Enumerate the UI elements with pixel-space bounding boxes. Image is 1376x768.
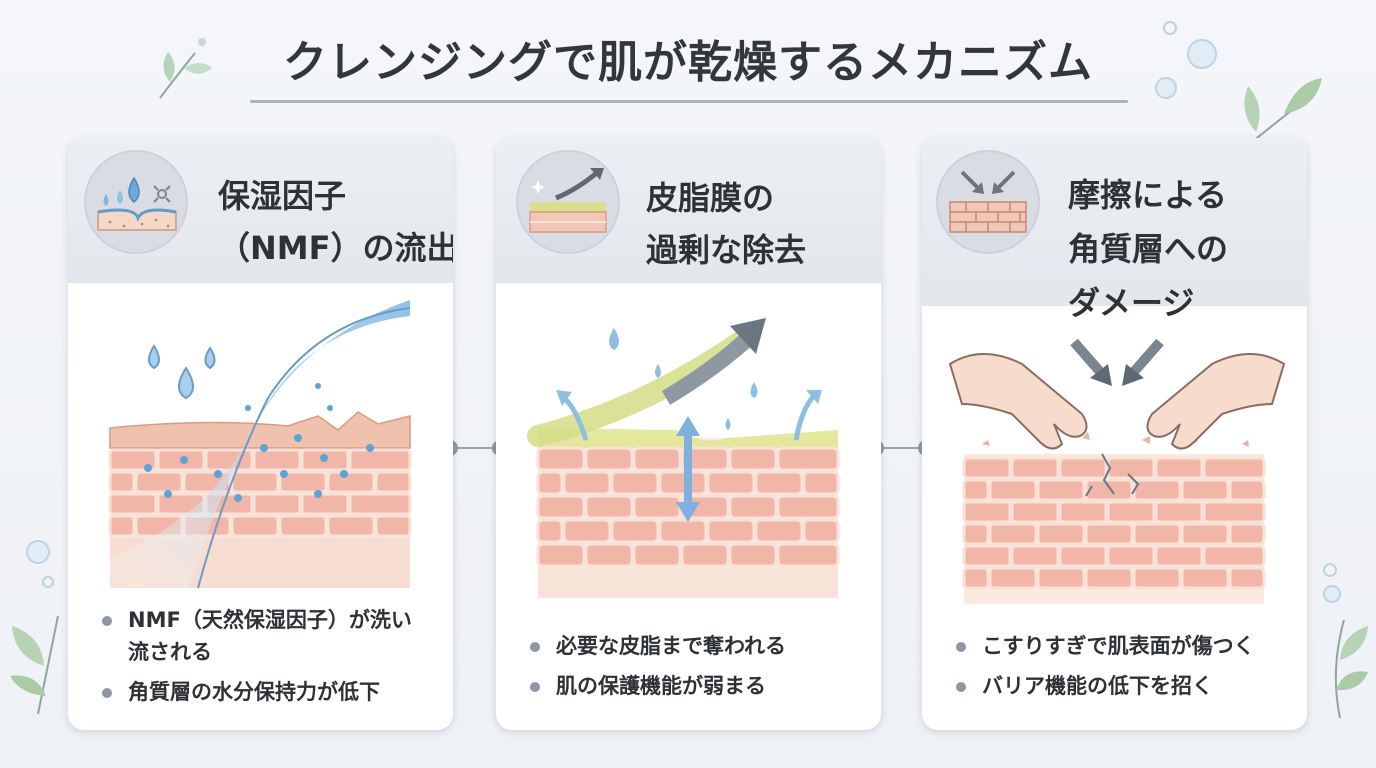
bullet-item: バリア機能の低下を招く — [956, 670, 1276, 702]
bullet-item: 角質層の水分保持力が低下 — [102, 676, 422, 708]
bullet-item: 肌の保護機能が弱まる — [530, 670, 850, 702]
card-title-line-3: ダメージ — [1068, 284, 1195, 322]
card-title: 保湿因子 （NMF）の流出 — [218, 170, 453, 274]
card-title-line-1: 皮脂膜の — [646, 179, 775, 217]
bullet-item: 必要な皮脂まで奪われる — [530, 630, 850, 662]
card-nmf-outflow: 保湿因子 （NMF）の流出 — [68, 138, 453, 730]
card-header: 保湿因子 （NMF）の流出 — [68, 138, 453, 283]
bullet-list: NMF（天然保湿因子）が洗い流される 角質層の水分保持力が低下 — [102, 604, 422, 716]
card-title-line-1: 保湿因子 — [218, 177, 347, 215]
card-title: 摩擦による 角質層への ダメージ — [1068, 168, 1228, 330]
leaf-decoration-bottom-right-icon — [1323, 563, 1368, 719]
card-sebum-removal: 皮脂膜の 過剰な除去 必要な皮脂まで奪われる — [496, 138, 881, 730]
bullet-list: 必要な皮脂まで奪われる 肌の保護機能が弱まる — [530, 630, 850, 710]
leaf-decoration-bottom-left-icon — [10, 615, 59, 715]
sebum-removal-illustration — [527, 318, 840, 598]
card-friction-damage: 摩擦による 角質層への ダメージ — [922, 138, 1307, 730]
leaf-decoration-top-left-icon — [159, 38, 212, 99]
friction-damage-illustration — [948, 338, 1286, 604]
page-title: クレンジングで肌が乾燥するメカニズム — [283, 37, 1093, 88]
friction-arrows-icon — [936, 150, 1040, 254]
card-title: 皮脂膜の 過剰な除去 — [646, 172, 806, 276]
nmf-outflow-illustration — [108, 300, 412, 589]
card-title-line-2: （NMF）の流出 — [218, 229, 453, 267]
card-title-line-2: 過剰な除去 — [646, 231, 807, 269]
sebum-removal-icon — [516, 150, 620, 254]
card-header: 摩擦による 角質層への ダメージ — [922, 138, 1307, 322]
bullet-item: こすりすぎで肌表面が傷つく — [956, 630, 1276, 662]
bullet-list: こすりすぎで肌表面が傷つく バリア機能の低下を招く — [956, 630, 1276, 710]
bubbles-top-right-icon — [1155, 21, 1217, 99]
card-title-line-1: 摩擦による — [1068, 176, 1228, 214]
water-drop-skin-icon — [84, 150, 188, 254]
card-header: 皮脂膜の 過剰な除去 — [496, 138, 881, 283]
title-underline — [250, 100, 1128, 103]
bubbles-left-icon — [26, 540, 54, 588]
card-title-line-2: 角質層への — [1068, 230, 1229, 268]
bullet-item: NMF（天然保湿因子）が洗い流される — [102, 604, 422, 668]
